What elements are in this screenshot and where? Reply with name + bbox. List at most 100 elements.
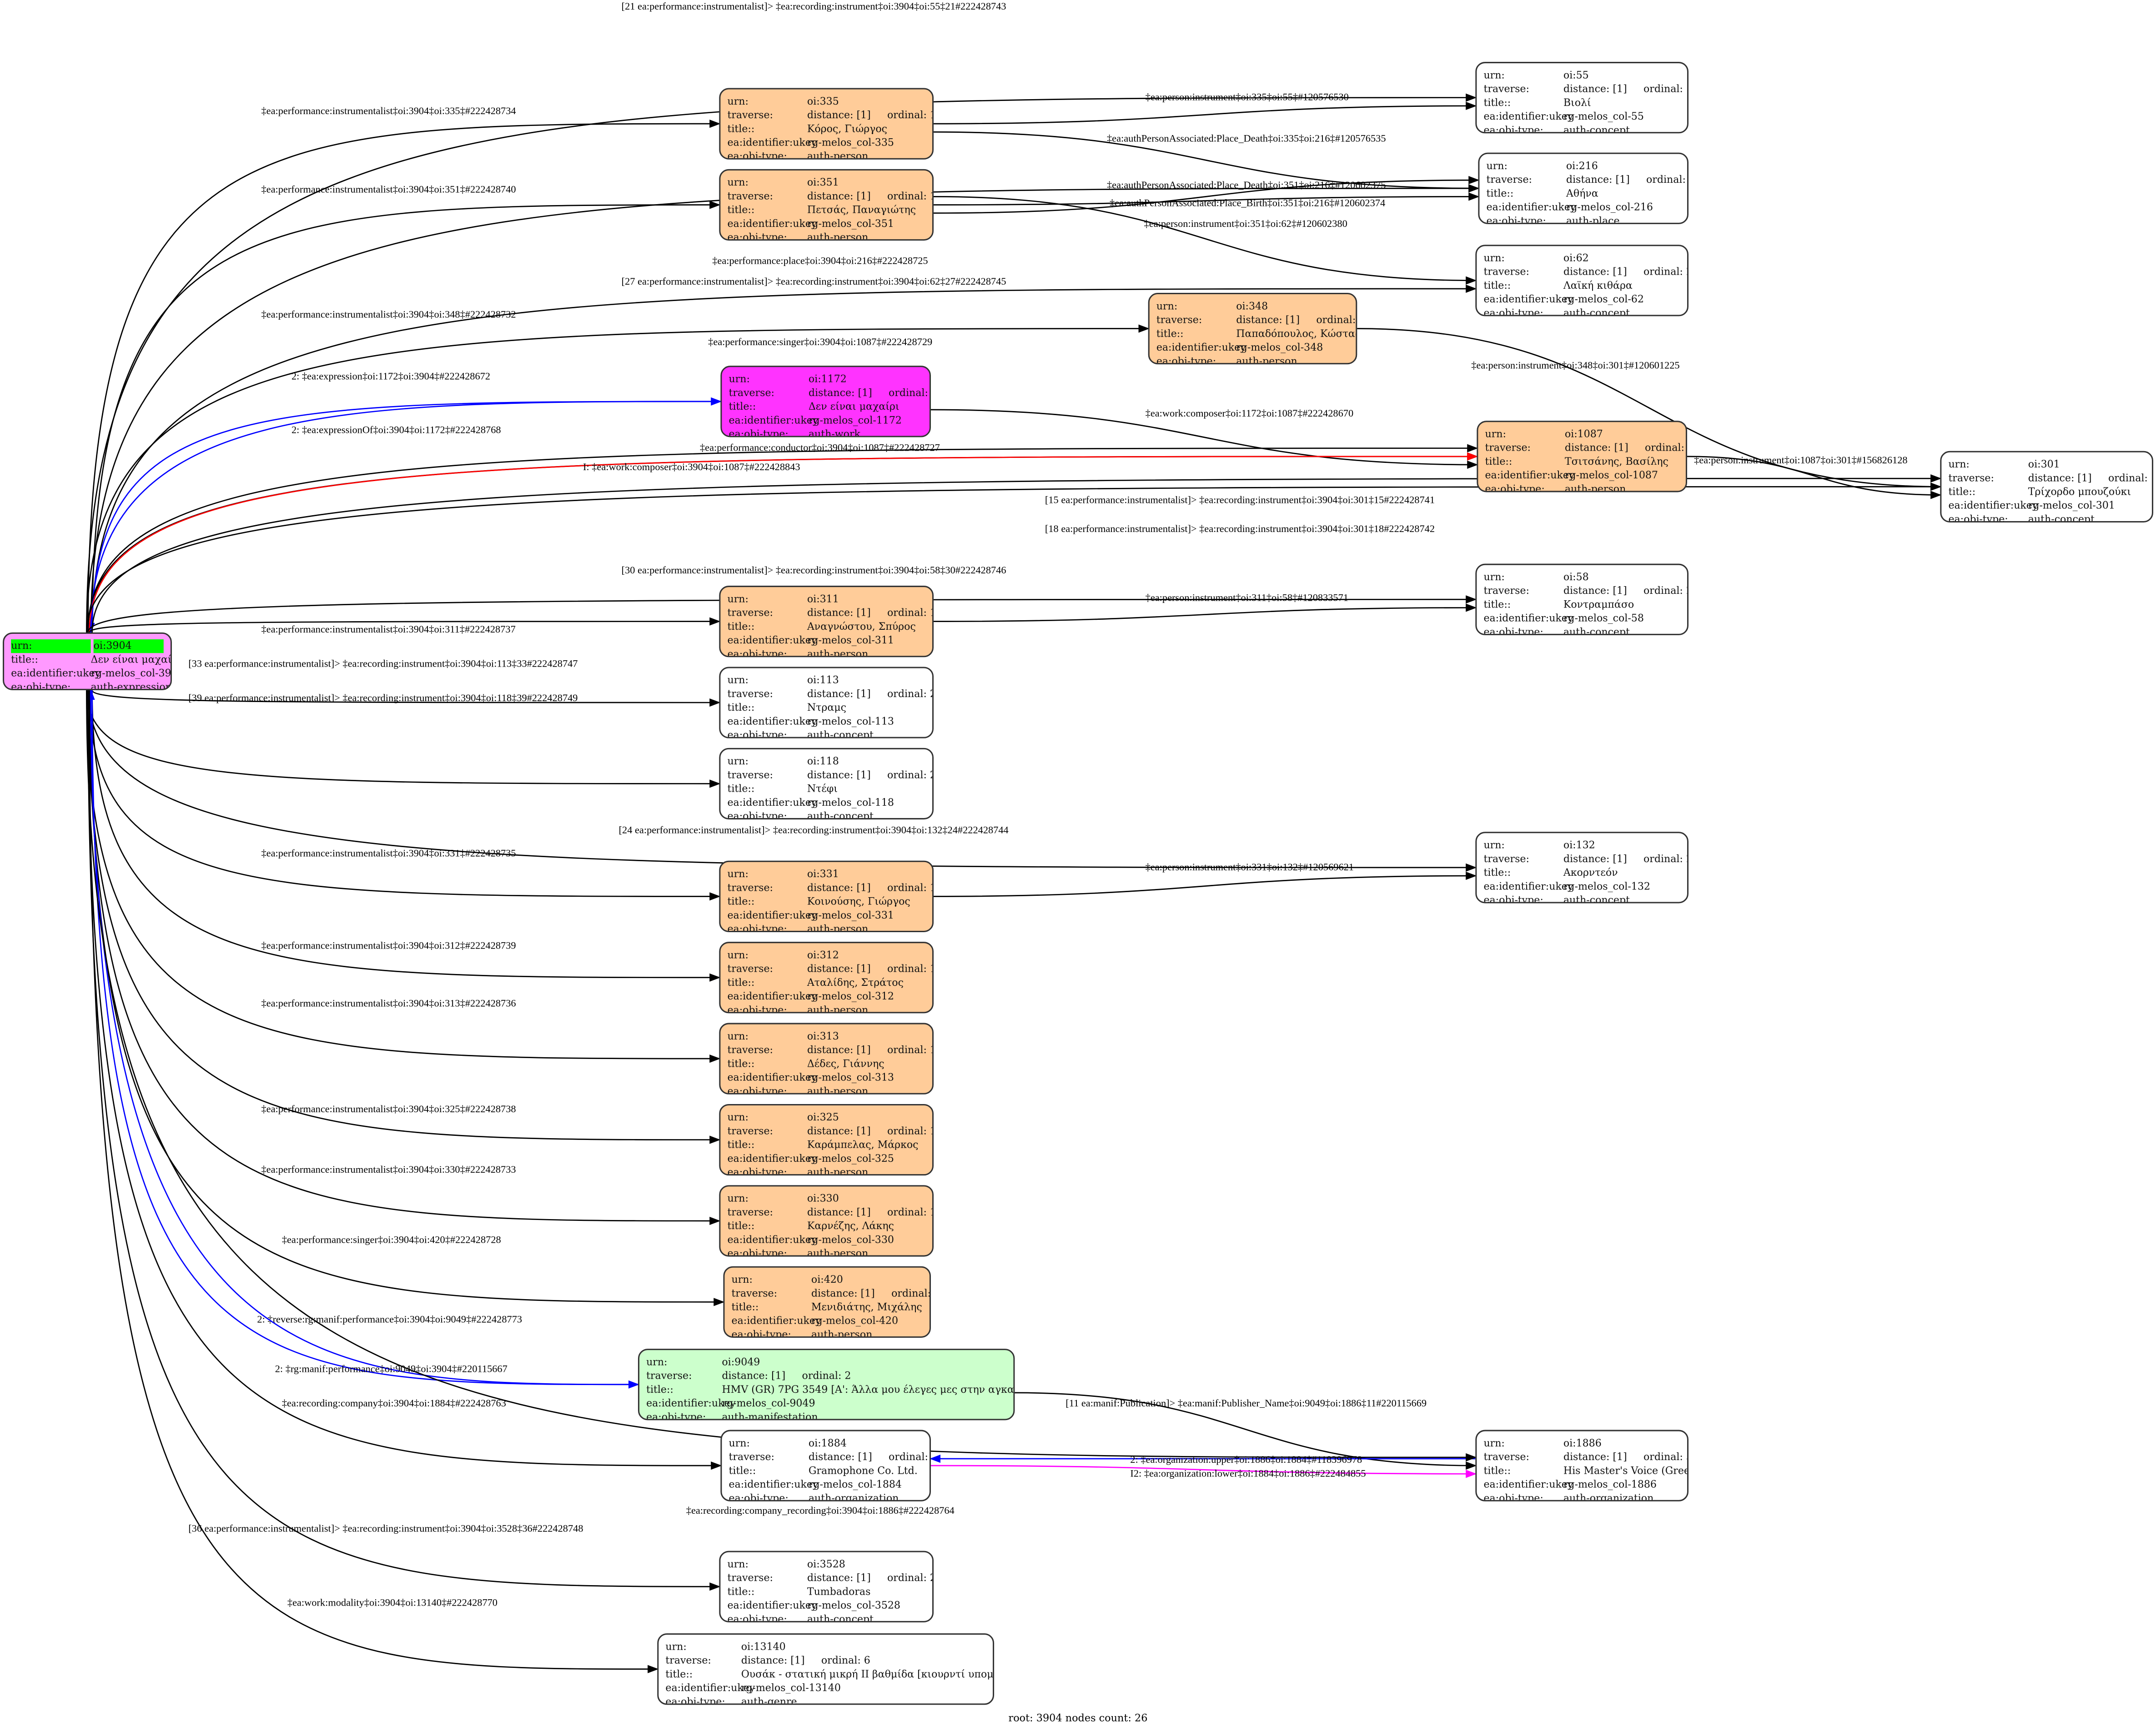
field-label: ea:obj-type: xyxy=(727,150,787,160)
traverse-value: distance: [1]ordinal: 4 xyxy=(1566,173,1687,187)
field-label: title:: xyxy=(1483,96,1511,109)
field-label: ea:identifier:ukey xyxy=(729,1478,819,1491)
edge-label: [39 ea:performance:instrumentalist]> ‡ea… xyxy=(188,692,578,703)
field-label: traverse: xyxy=(1483,82,1529,95)
field-value-ukey: rg-melos_col-311 xyxy=(807,634,894,647)
field-label: urn: xyxy=(727,95,749,107)
field-value-urn: oi:313 xyxy=(807,1029,839,1042)
graph-edge xyxy=(91,690,721,982)
graph-edge xyxy=(1015,1392,1477,1470)
graph-edge xyxy=(87,595,1477,633)
ordinal-value: ordinal: 18 xyxy=(2108,472,2152,484)
field-value-obj-type: auth-place xyxy=(1566,215,1620,224)
node-row-title: title::Αθήνα xyxy=(1487,187,1680,201)
traverse-value: distance: [1]ordinal: 5 xyxy=(1565,442,1686,456)
field-label: traverse: xyxy=(727,1205,773,1219)
traverse-value: distance: [1]ordinal: 25 xyxy=(807,768,932,783)
traverse-value: distance: [1]ordinal: 11 xyxy=(807,109,932,123)
edge-label: ‡ea:person:instrument‡oi:311‡oi:58‡#1208… xyxy=(1146,592,1348,603)
graph-edge xyxy=(934,871,1477,897)
field-label: urn: xyxy=(727,1192,749,1205)
node-row-urn: urn:oi:118 xyxy=(727,755,925,769)
traverse-value: distance: [1]ordinal: 17 xyxy=(807,190,932,204)
field-value-ukey: rg-melos_col-1172 xyxy=(808,414,902,427)
field-label: title:: xyxy=(727,701,755,714)
field-value-urn: oi:1172 xyxy=(808,372,847,385)
node-row-urn: urn:oi:3528 xyxy=(727,1558,925,1572)
node-row-obj-type: ea:obj-type:auth-manifestation xyxy=(646,1411,1006,1419)
field-label: ea:identifier:ukey xyxy=(727,1599,817,1612)
graph-edge xyxy=(89,617,721,633)
traverse-value: distance: [1]ordinal: 20 xyxy=(1563,853,1687,867)
traverse-value: distance: [1]ordinal: 2 xyxy=(722,1370,1006,1384)
field-label: urn: xyxy=(727,592,749,605)
edge-label: ‡ea:person:instrument‡oi:335‡oi:55‡#1205… xyxy=(1146,91,1349,103)
field-label: ea:obj-type: xyxy=(1483,626,1543,635)
field-value-title: Καράμπελας, Μάρκος xyxy=(807,1139,919,1151)
field-value-obj-type: auth-person xyxy=(1236,355,1297,365)
field-value-title: Gramophone Co. Ltd. xyxy=(808,1464,918,1477)
distance-value: distance: [1] xyxy=(807,688,871,700)
node-row-obj-type: ea:obj-type:auth-place xyxy=(1487,215,1680,224)
edge-label: ‡ea:performance:instrumentalist‡oi:3904‡… xyxy=(261,105,516,116)
field-value-obj-type: auth-concept xyxy=(1563,307,1630,316)
field-label: ea:obj-type: xyxy=(1483,1492,1543,1501)
field-value-obj-type: auth-person xyxy=(807,1247,869,1257)
field-label: urn: xyxy=(727,673,749,686)
field-label: title:: xyxy=(1485,455,1513,468)
graph-edge xyxy=(930,409,1478,469)
field-value-title: Παπαδόπουλος, Κώστας xyxy=(1236,327,1357,340)
field-label: urn: xyxy=(1483,69,1505,81)
edge-label: [30 ea:performance:instrumentalist]> ‡ea… xyxy=(622,564,1006,576)
graph-edge xyxy=(86,324,1150,633)
graph-footer: root: 3904 nodes count: 26 xyxy=(1008,1712,1148,1724)
node-row-title: title::Ακορντεόν xyxy=(1483,866,1680,880)
field-label: title:: xyxy=(1156,327,1184,340)
field-value-obj-type: auth-person xyxy=(807,1085,869,1094)
node-row-title: title::Τσιτσάνης, Βασίλης xyxy=(1485,455,1679,469)
field-value-obj-type: auth-expression xyxy=(90,681,172,690)
node-row-obj-type: ea:obj-type:auth-person xyxy=(727,150,925,160)
edge-label: [24 ea:performance:instrumentalist]> ‡ea… xyxy=(619,824,1009,835)
field-value-ukey: rg-melos_col-132 xyxy=(1563,880,1650,893)
field-value-urn: oi:216 xyxy=(1566,159,1598,172)
field-label: title:: xyxy=(729,400,756,413)
field-label: traverse: xyxy=(727,109,773,121)
node-row-title: title::Κόρος, Γιώργος xyxy=(727,123,925,137)
field-label: title:: xyxy=(1483,866,1511,879)
field-value-urn: oi:1886 xyxy=(1563,1436,1602,1449)
node-row-urn: urn:oi:420 xyxy=(732,1273,923,1287)
distance-value: distance: [1] xyxy=(1566,173,1630,186)
